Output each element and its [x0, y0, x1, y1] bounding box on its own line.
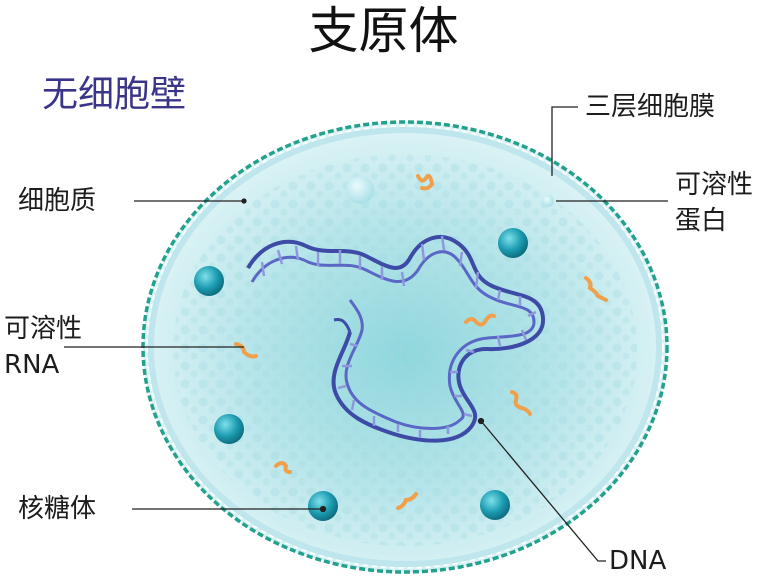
ribosome: [194, 266, 224, 296]
label-soluble-protein-line1: 可溶性: [675, 170, 753, 200]
label-soluble-protein-line2: 蛋白: [675, 206, 727, 236]
leader-dna-dot: [479, 419, 484, 424]
soluble-protein-blob: [542, 195, 554, 207]
label-dna: DNA: [609, 546, 666, 576]
label-cytoplasm: 细胞质: [18, 186, 96, 216]
label-membrane: 三层细胞膜: [585, 92, 715, 122]
ribosome: [214, 414, 244, 444]
label-soluble-rna-line1: 可溶性: [4, 314, 82, 344]
ribosome: [480, 490, 510, 520]
page-title: 支原体: [0, 2, 767, 60]
subtitle: 无细胞壁: [42, 74, 186, 116]
leader-ribosome-dot: [321, 507, 326, 512]
ribosome: [498, 228, 528, 258]
soluble-protein-blob: [346, 176, 374, 204]
label-ribosome: 核糖体: [18, 494, 96, 524]
label-soluble-rna-line2: RNA: [4, 350, 59, 380]
leader-cytoplasm-dot: [242, 199, 246, 203]
